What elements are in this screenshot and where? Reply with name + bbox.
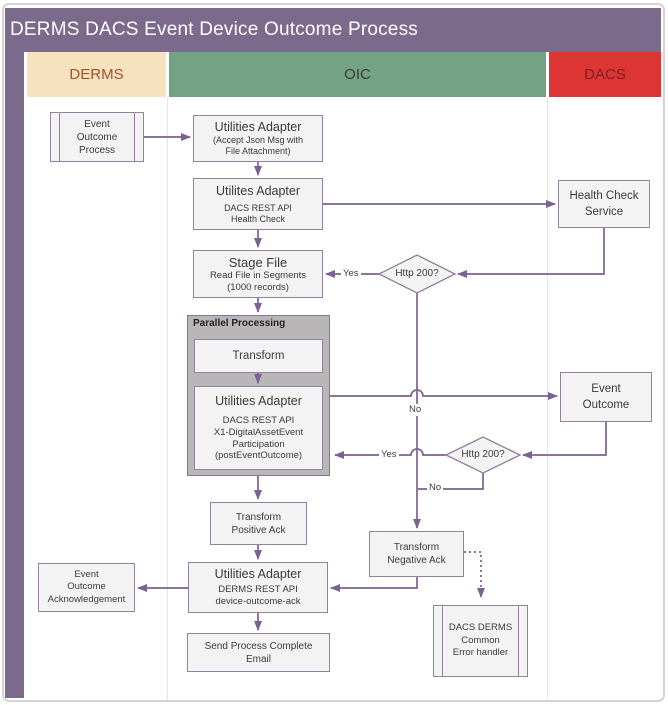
box-text: Negative Ack [387,555,446,566]
send-process-complete-email-box: Send Process Complete Email [187,633,330,672]
health-check-service-box: Health Check Service [558,180,650,228]
event-outcome-box: Event Outcome [560,372,652,422]
flow-x1-to-eo [330,389,558,400]
utilities-adapter-accept-box: Utilities Adapter (Accept Json Msg with … [193,115,323,162]
event-outcome-acknowledgement-box: Event Outcome Acknowledgement [38,563,135,612]
lane-header-derms-label: DERMS [69,66,124,83]
box-title: Utilities Adapter [214,567,302,582]
box-text: Outcome [67,581,106,593]
utilites-adapter-health-check-box: Utilites Adapter DACS REST API Health Ch… [193,178,323,230]
lane-header-oic: OIC [169,52,546,97]
box-text: X1-DigitalAssetEvent [213,426,304,438]
dacs-derms-common-error-handler-box: DACS DERMS Common Error handler [433,605,528,677]
box-text: (postEventOutcome) [214,450,303,462]
box-text: DACS REST API [224,202,292,213]
transform-box: Transform [194,339,323,373]
utilities-adapter-device-outcome-ack-box: Utilities Adapter DERMS REST API device-… [188,562,328,613]
box-text: File Attachment) [225,146,291,156]
box-title: Stage File [228,254,288,270]
lane-divider-derms-oic [167,97,168,699]
pool-title: DERMS DACS Event Device Outcome Process [10,19,418,40]
box-text: Error handler [452,647,509,659]
stage-file-box: Stage File Read File in Segments (1000 r… [193,250,323,298]
transform-positive-ack-box: Transform Positive Ack [210,502,307,545]
flow-decision2-yes [334,448,446,459]
box-text: DERMS REST API [218,584,298,596]
box-text: Positive Ack [231,524,286,536]
decision-http200-health-label: Http 200? [395,268,439,279]
lane-header-derms: DERMS [27,52,166,97]
subprocess-bar [518,606,519,676]
pool-title-bar: DERMS DACS Event Device Outcome Process [5,8,661,52]
box-text: Outcome [582,399,630,411]
lane-header-dacs-label: DACS [584,66,626,83]
box-text: Email [245,653,271,665]
box-text: Read File in Segments [209,269,307,281]
box-text: Common [461,634,500,646]
box-text: Transform [235,511,282,523]
flow-label-no-health: No [407,404,424,416]
subprocess-bar [442,606,443,676]
lane-divider-oic-dacs [547,97,548,699]
subprocess-bar [134,113,135,161]
decision-http200-post [444,436,522,474]
subprocess-bar [59,113,60,161]
box-text: Health Check [569,189,639,202]
box-text: Send Process Complete [204,640,313,652]
box-text: (Accept Json Msg with [212,135,304,146]
box-title: Transform [232,350,285,362]
flow-label-no-post: No [427,482,444,494]
box-text: device-outcome-ack [215,596,301,607]
box-text: DACS DERMS [448,622,513,634]
box-title: Utilites Adapter [215,183,301,198]
parallel-processing-label: Parallel Processing [193,318,286,329]
flow-tna-to-error-handler [464,551,485,598]
pool-left-strip [5,52,24,698]
box-text: Service [584,206,624,218]
flow-tna-to-ack [330,577,418,592]
box-text: Event [74,568,99,580]
box-text: Event [591,382,621,395]
lane-header-dacs: DACS [549,52,661,97]
box-text: Process [78,144,116,156]
flow-hcs-to-decision1 [457,228,605,278]
pool-outer-border [2,3,665,702]
box-text: DACS REST API [222,414,295,426]
box-title: Utilities Adapter [214,120,302,135]
box-title: Utilities Adapter [215,393,302,408]
box-text: (1000 records) [227,281,289,293]
flow-label-yes-post: Yes [379,449,399,461]
flow-eo-to-decision2 [522,422,607,459]
lane-header-oic-label: OIC [344,66,371,83]
flow-label-yes-health: Yes [341,268,361,280]
box-text: Acknowledgement [47,593,126,605]
box-text: Participation [232,438,285,450]
utilities-adapter-post-event-outcome-box: Utilities Adapter DACS REST API X1-Digit… [194,386,323,470]
box-text: Outcome [76,131,118,143]
decision-http200-post-label: Http 200? [461,449,505,460]
event-outcome-process-box: Event Outcome Process [50,112,144,162]
transform-negative-ack-box: Transform Negative Ack [369,531,464,577]
box-text: Event [84,118,110,130]
box-text: Transform [393,542,440,553]
decision-http200-health [377,254,457,294]
box-text: Health Check [230,213,286,224]
